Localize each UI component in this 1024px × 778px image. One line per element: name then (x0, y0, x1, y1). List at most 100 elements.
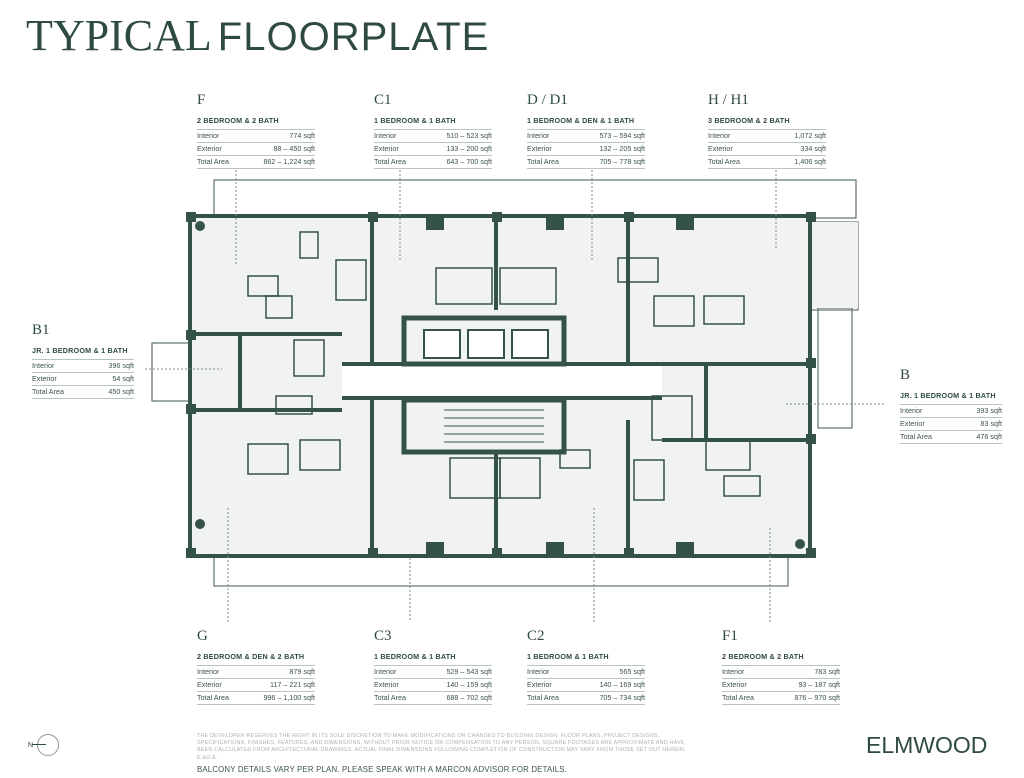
unit-type: 3 BEDROOM & 2 BATH (708, 116, 790, 125)
area-label: Interior (32, 361, 55, 370)
corridor-east-west (342, 364, 662, 398)
area-value: 705 – 734 sqft (599, 693, 645, 702)
stair-core (401, 397, 567, 455)
area-label: Interior (527, 667, 550, 676)
area-row: Interior 529 – 543 sqft (374, 665, 492, 678)
disclaimer-text: THE DEVELOPER RESERVES THE RIGHT IN ITS … (197, 733, 686, 761)
unit-C1: C1 1 BEDROOM & 1 BATH Interior 510 – 523 … (374, 92, 492, 169)
area-value: 1,072 sqft (794, 131, 826, 140)
area-value: 140 – 169 sqft (599, 680, 645, 689)
title-sans: FLOORPLATE (217, 15, 490, 59)
area-label: Total Area (374, 693, 406, 702)
area-label: Interior (374, 667, 397, 676)
area-label: Exterior (900, 419, 925, 428)
area-label: Exterior (374, 144, 399, 153)
area-value: 510 – 523 sqft (446, 131, 492, 140)
unit-code: F1 (722, 628, 738, 644)
north-label: N (28, 741, 34, 749)
balcony-south (213, 555, 789, 587)
area-value: 54 sqft (112, 374, 134, 383)
elevator-2 (467, 329, 505, 359)
area-row: Total Area 705 – 778 sqft (527, 155, 645, 169)
balcony-north (213, 179, 857, 219)
area-value: 688 – 702 sqft (446, 693, 492, 702)
balcony-note: BALCONY DETAILS VARY PER PLAN. PLEASE SP… (197, 765, 568, 774)
area-label: Exterior (708, 144, 733, 153)
area-label: Interior (374, 131, 397, 140)
compass-icon (32, 734, 60, 756)
columns (186, 212, 816, 558)
unit-code: B (900, 367, 911, 383)
area-value: 573 – 594 sqft (599, 131, 645, 140)
area-value: 476 sqft (976, 432, 1002, 441)
area-value: 140 – 159 sqft (446, 680, 492, 689)
area-value: 879 sqft (289, 667, 315, 676)
area-value: 529 – 543 sqft (446, 667, 492, 676)
area-value: 996 – 1,100 sqft (263, 693, 315, 702)
area-label: Interior (708, 131, 731, 140)
core (401, 315, 567, 455)
unit-type: 1 BEDROOM & DEN & 1 BATH (527, 116, 635, 125)
area-value: 133 – 200 sqft (446, 144, 492, 153)
unit-type: 2 BEDROOM & 2 BATH (722, 652, 804, 661)
area-row: Exterior 334 sqft (708, 142, 826, 155)
area-row: Interior 573 – 594 sqft (527, 129, 645, 142)
area-value: 705 – 778 sqft (599, 157, 645, 166)
area-label: Exterior (197, 680, 222, 689)
unit-type: JR. 1 BEDROOM & 1 BATH (900, 391, 996, 400)
area-value: 565 sqft (619, 667, 645, 676)
unit-code: H / H1 (708, 92, 749, 108)
balcony-west (151, 342, 191, 402)
unit-type: 1 BEDROOM & 1 BATH (374, 652, 456, 661)
area-value: 862 – 1,224 sqft (263, 157, 315, 166)
area-value: 396 sqft (108, 361, 134, 370)
area-label: Total Area (527, 157, 559, 166)
unit-type: 2 BEDROOM & 2 BATH (197, 116, 279, 125)
unit-code: C1 (374, 92, 392, 108)
area-value: 83 sqft (980, 419, 1002, 428)
area-label: Total Area (374, 157, 406, 166)
area-value: 334 sqft (800, 144, 826, 153)
area-value: 876 – 970 sqft (794, 693, 840, 702)
area-row: Total Area 1,406 sqft (708, 155, 826, 169)
area-row: Interior 396 sqft (32, 359, 134, 372)
area-row: Exterior 83 sqft (900, 417, 1002, 430)
area-value: 88 – 450 sqft (273, 144, 315, 153)
area-value: 450 sqft (108, 387, 134, 396)
area-row: Interior 565 sqft (527, 665, 645, 678)
unit-type: 1 BEDROOM & 1 BATH (374, 116, 456, 125)
area-label: Total Area (708, 157, 740, 166)
area-label: Interior (527, 131, 550, 140)
unit-code: C2 (527, 628, 545, 644)
area-label: Total Area (900, 432, 932, 441)
leader-lines (145, 170, 886, 622)
area-value: 132 – 205 sqft (599, 144, 645, 153)
area-label: Total Area (32, 387, 64, 396)
area-value: 93 – 187 sqft (798, 680, 840, 689)
unit-H-H1: H / H1 3 BEDROOM & 2 BATH Interior 1,072 … (708, 92, 826, 169)
unit-type: 1 BEDROOM & 1 BATH (527, 652, 609, 661)
area-value: 1,406 sqft (794, 157, 826, 166)
area-row: Interior 1,072 sqft (708, 129, 826, 142)
unit-type: JR. 1 BEDROOM & 1 BATH (32, 346, 128, 355)
corridor (342, 364, 662, 398)
brand-logo: ELMWOOD (866, 732, 988, 758)
